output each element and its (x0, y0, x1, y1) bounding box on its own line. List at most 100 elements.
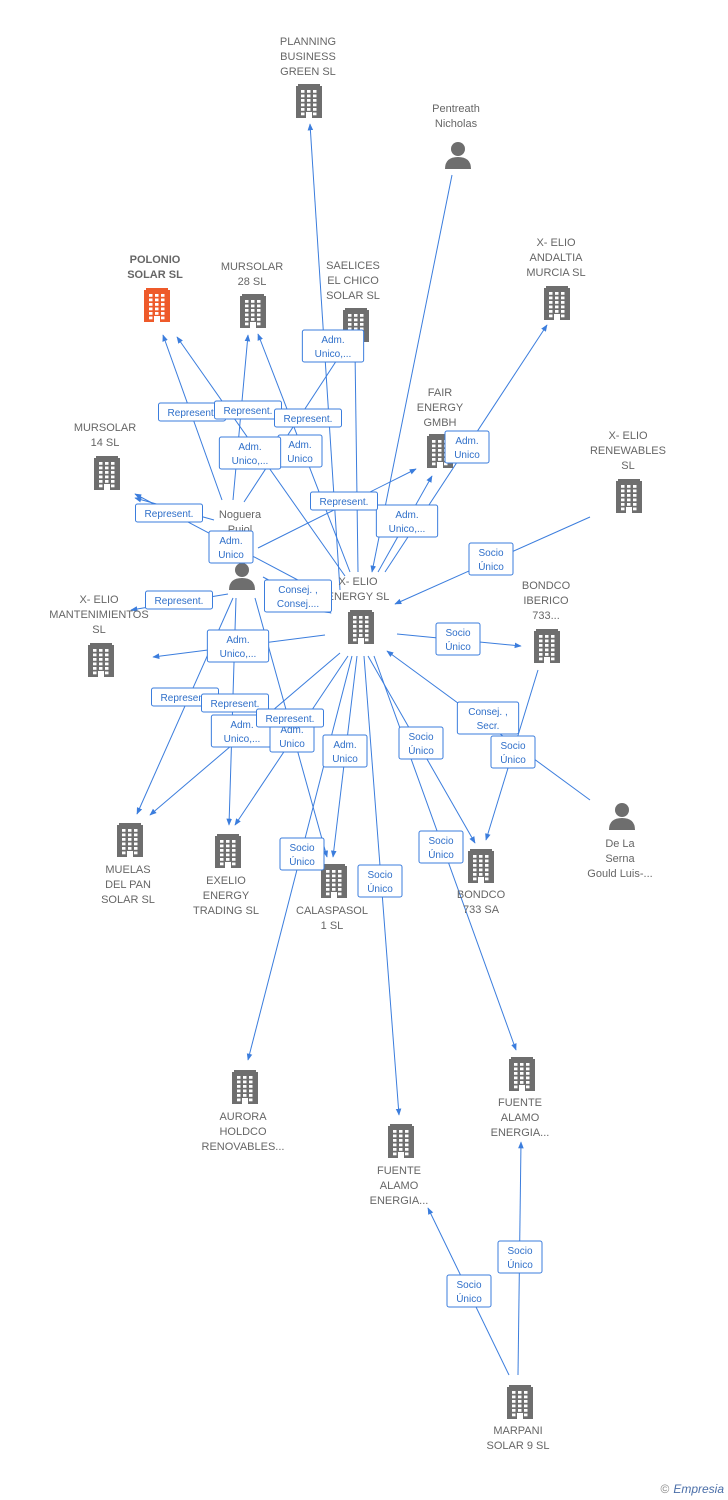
node-label: SOLAR SL (101, 894, 155, 906)
edge-label-xelio_energy-to-xelio_mant[interactable]: Adm.Unico,... (206, 629, 270, 663)
node-label: SOLAR SL (326, 290, 380, 302)
edge-label-xelio_energy-to-mursolar28[interactable]: Adm.Unico (277, 434, 323, 468)
edge-label-text: Adm. (219, 536, 242, 547)
edge-label-noguera-to-exelio[interactable]: Represent. (201, 693, 269, 713)
node-label: De La (605, 838, 635, 850)
edge-label-text: Represent. (145, 509, 194, 520)
edge-label-text: Socio (367, 870, 392, 881)
node-label: X- ELIO (608, 430, 648, 442)
edge-label-text: Secr. (477, 721, 500, 732)
edge-label-noguera-to-fair[interactable]: Represent. (310, 491, 378, 511)
edge-label-noguera-to-xelio_mant[interactable]: Represent. (145, 590, 213, 610)
building-icon (215, 834, 241, 868)
edge-label-text: Socio (445, 628, 470, 639)
edge-label-text: Unico (332, 754, 358, 765)
node-fuente_mid[interactable]: FUENTEALAMOENERGIA... (370, 1124, 429, 1207)
edge-label-noguera-to-xelio_energy[interactable]: Consej. ,Consej.... (264, 579, 332, 613)
building-icon (544, 286, 570, 320)
node-label: ENERGY SL (327, 591, 390, 603)
edge-label-text: Represent. (284, 414, 333, 425)
node-label: TRADING SL (193, 905, 259, 917)
edge-label-text: Unico,... (315, 349, 352, 360)
node-bondco_iberico[interactable]: BONDCOIBERICO733... (522, 580, 571, 663)
node-fuente_right[interactable]: FUENTEALAMOENERGIA... (491, 1057, 550, 1139)
node-label: CALASPASOL (296, 905, 368, 917)
edge-label-xelio_energy-to-exelio[interactable]: Adm.Unico (269, 719, 315, 753)
building-icon (534, 629, 560, 663)
edge-label-delaserna-to-xelio_energy[interactable]: Consej. ,Secr. (456, 701, 520, 735)
node-label: HOLDCO (219, 1126, 267, 1138)
node-label: Noguera (219, 509, 262, 521)
building-icon (509, 1057, 535, 1091)
node-label: DEL PAN (105, 879, 151, 891)
edge-label-text: Adm. (395, 510, 418, 521)
building-icon (507, 1385, 533, 1419)
brand-footer[interactable]: ©Empresia (660, 1482, 724, 1496)
edge-label-xelio_energy-to-polonio[interactable]: Adm.Unico,... (218, 436, 282, 470)
node-aurora[interactable]: AURORAHOLDCORENOVABLES... (202, 1070, 285, 1153)
node-xelio_renew[interactable]: X- ELIO RENEWABLES SL (590, 430, 666, 513)
edge-label-xelio_energy-to-saelices[interactable]: Adm. Unico,... (301, 329, 365, 363)
edge-label-text: Represent. (211, 699, 260, 710)
node-label: MURCIA SL (526, 267, 585, 279)
edge-label-xelio_energy-to-fair[interactable]: Adm.Unico,... (375, 504, 439, 538)
edge-label-xelio_energy-to-mursolar14[interactable]: Adm.Unico (208, 530, 254, 564)
edge-label-text: Adm. (321, 335, 344, 346)
edge-label-text: Socio (507, 1246, 532, 1257)
node-label: SL (621, 460, 634, 472)
edge-label-xelio_energy-to-xelio_murcia[interactable]: Adm.Unico (444, 430, 490, 464)
node-label: FUENTE (377, 1165, 421, 1177)
building-icon (88, 643, 114, 677)
edge-label-noguera-to-saelices[interactable]: Represent. (274, 408, 342, 428)
node-label: ENERGIA... (491, 1127, 550, 1139)
building-icon (348, 610, 374, 644)
node-label: 14 SL (91, 437, 120, 449)
edge-label-text: Unico (454, 450, 480, 461)
building-icon (296, 84, 322, 118)
node-label: GMBH (424, 417, 457, 429)
node-label: RENOVABLES... (202, 1141, 285, 1153)
edge-label-text: Represent. (155, 596, 204, 607)
node-label: RENEWABLES (590, 445, 666, 457)
edge-label-text: Represent. (161, 693, 210, 704)
node-label: 733... (532, 610, 560, 622)
edge-label-text: Único (367, 882, 393, 895)
node-label: 28 SL (238, 276, 267, 288)
node-label: Pentreath (432, 103, 480, 115)
edge-label-text: Unico,... (232, 456, 269, 467)
node-label: BONDCO (522, 580, 571, 592)
building-icon (94, 456, 120, 490)
edge-label-noguera-to-mursolar28[interactable]: Represent. (214, 400, 282, 420)
edge-label-text: Único (478, 560, 504, 573)
edge-label-text: Único (500, 753, 526, 766)
edge-label-noguera-to-calaspasol[interactable]: Represent. (256, 708, 324, 728)
node-label: FUENTE (498, 1097, 542, 1109)
edge-label-noguera-to-mursolar14[interactable]: Represent. (135, 503, 203, 523)
edge-label-text: Consej. , (278, 585, 317, 596)
edge-label-xelio_energy-to-calaspasol[interactable]: Adm.Unico (322, 734, 368, 768)
